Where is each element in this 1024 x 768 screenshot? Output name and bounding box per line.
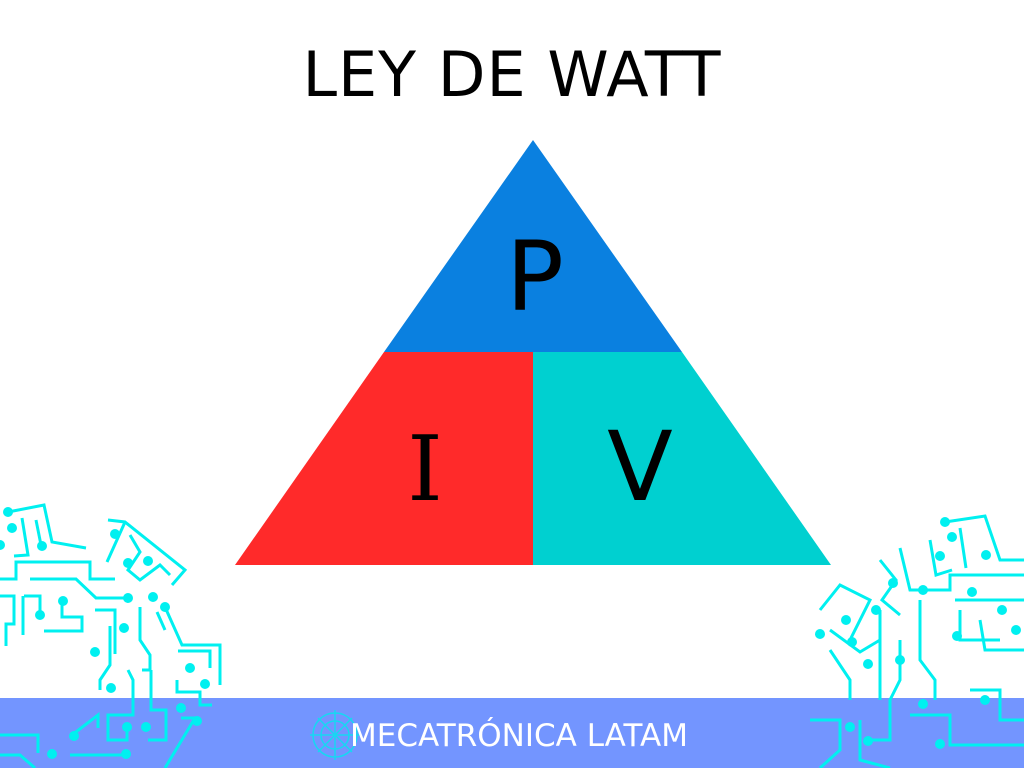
circuit-decoration-right [810, 514, 1024, 768]
brand-gear-logo-icon [310, 710, 360, 760]
current-section [235, 352, 533, 565]
circuit-decoration-left [0, 503, 222, 768]
voltage-section [533, 352, 831, 565]
brand-name: MECATRÓNICA LATAM [350, 718, 688, 754]
voltage-label: V [607, 411, 673, 523]
page-title: LEY DE WATT [302, 38, 722, 111]
current-label: I [407, 417, 443, 522]
power-section [384, 140, 682, 352]
circuit-dots-right [815, 517, 1021, 749]
circuit-dots-left [0, 507, 210, 759]
power-label: P [506, 221, 564, 333]
